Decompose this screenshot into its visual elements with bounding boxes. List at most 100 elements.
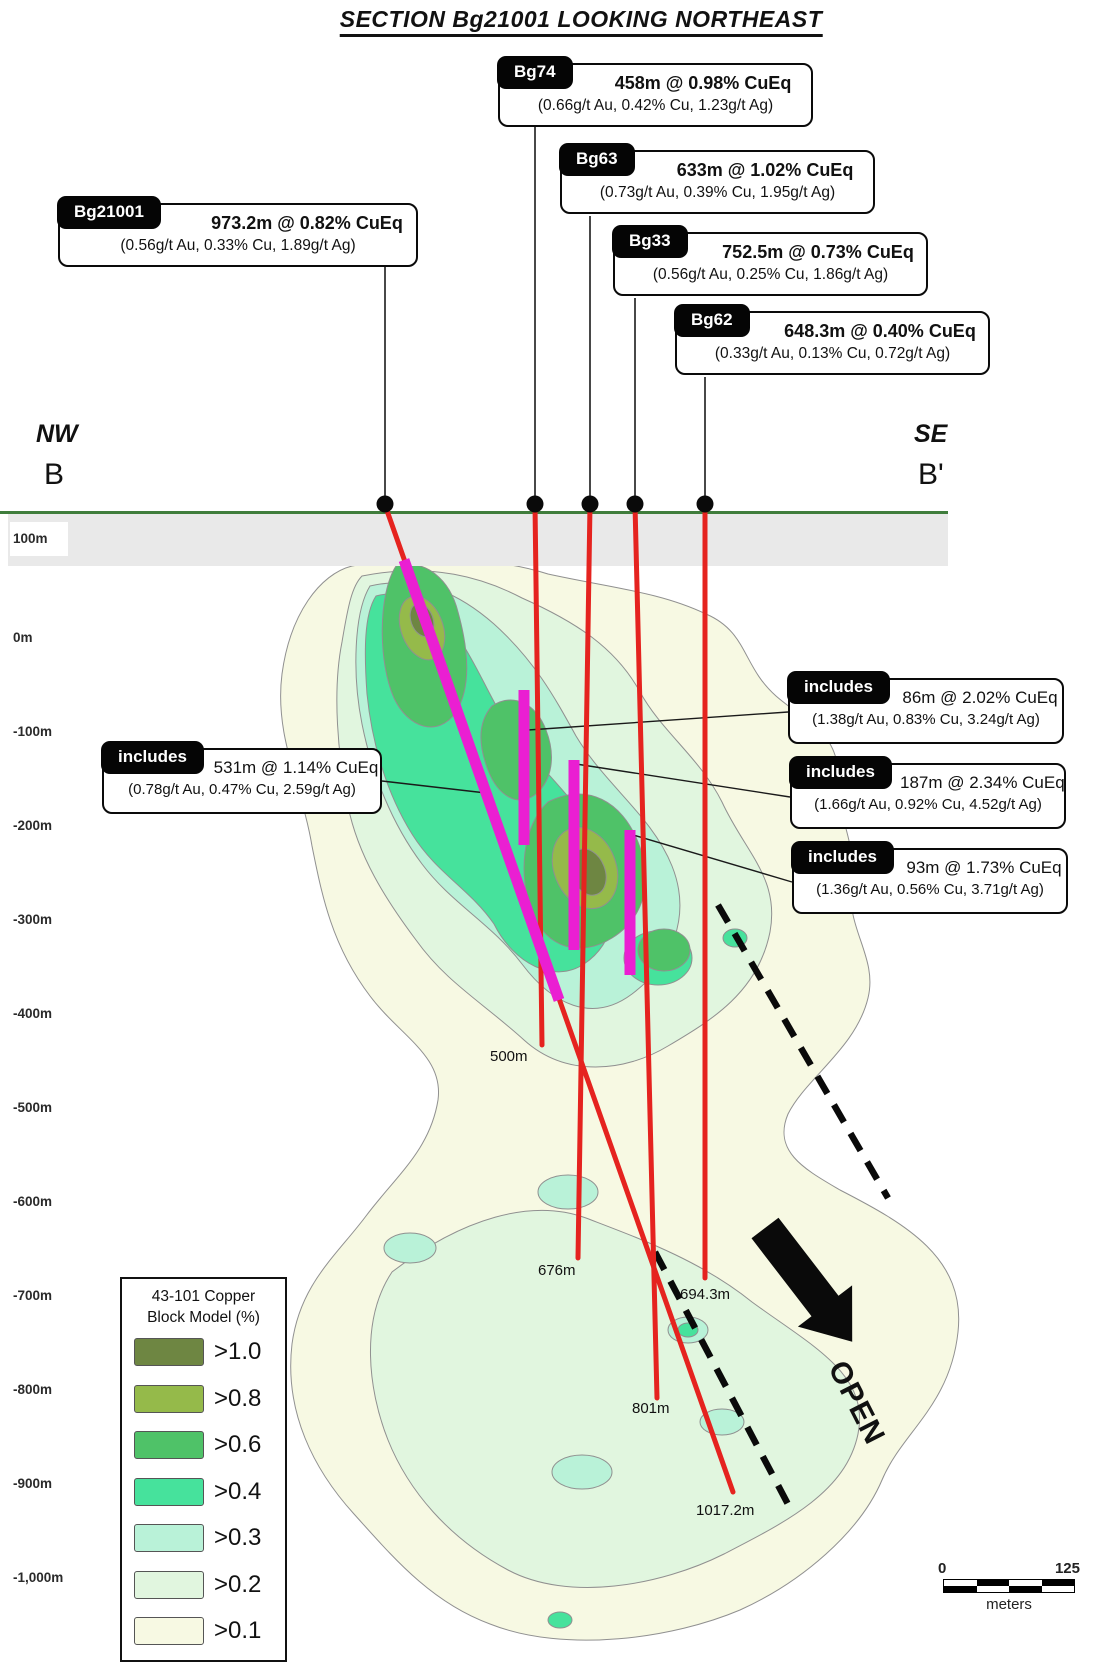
callout-includes-531m-assays: (0.78g/t Au, 0.47% Cu, 2.59g/t Ag) [128, 781, 356, 798]
dashed-line-upper [715, 903, 891, 1200]
depth-label--400m: -400m [13, 1006, 53, 1021]
legend-swatch-gt0.8 [134, 1384, 204, 1413]
direction-nw: NW [36, 420, 78, 448]
callout-includes-93m-assays: (1.36g/t Au, 0.56% Cu, 3.71g/t Ag) [816, 881, 1044, 898]
callout-bg74-intercept: 458m @ 0.98% CuEq [614, 73, 792, 93]
trace-depth-bg74: 500m [490, 1048, 528, 1065]
dashed-line-lower [652, 1250, 793, 1510]
callout-includes-86m-intercept: 86m @ 2.02% CuEq [902, 688, 1058, 707]
intercept-bars [398, 558, 636, 1002]
legend-swatch-gt0.6 [134, 1431, 204, 1460]
legend-row-gt0.6: >0.6 [122, 1422, 285, 1469]
callout-bg63-chip: Bg63 [559, 143, 635, 176]
elev-label-backing [10, 522, 68, 556]
callout-bg33-chip: Bg33 [612, 225, 688, 258]
scale-bar: 0 125 meters [938, 1560, 1080, 1613]
callout-bg74: Bg74 458m @ 0.98% CuEq (0.66g/t Au, 0.42… [497, 56, 813, 127]
legend-row-gt0.8: >0.8 [122, 1375, 285, 1422]
callout-includes-93m-intercept: 93m @ 1.73% CuEq [906, 858, 1062, 877]
overburden-band [8, 514, 948, 566]
depth-label--300m: -300m [13, 912, 53, 927]
depth-label--500m: -500m [13, 1100, 53, 1115]
depth-label--100m: -100m [13, 724, 53, 739]
callout-includes-187m-chip: includes [789, 756, 892, 789]
trace-depth-bg63: 676m [538, 1262, 576, 1279]
scale-bar-graphic [943, 1579, 1075, 1593]
callout-includes-187m-assays: (1.66g/t Au, 0.92% Cu, 4.52g/t Ag) [814, 796, 1042, 813]
callout-includes-86m-chip: includes [787, 671, 890, 704]
trace-depth-bg62: 694.3m [680, 1286, 731, 1303]
section-title: SECTION Bg21001 LOOKING NORTHEAST [339, 6, 823, 37]
legend-title-line1: 43-101 Copper [151, 1288, 256, 1305]
depth-label-100m: 100m [13, 531, 48, 546]
callout-bg33-intercept: 752.5m @ 0.73% CuEq [722, 242, 914, 262]
legend-row-gt0.4: >0.4 [122, 1468, 285, 1515]
includes-leader-lines [381, 711, 793, 883]
callout-bg63: Bg63 633m @ 1.02% CuEq (0.73g/t Au, 0.39… [559, 143, 875, 214]
legend-swatch-gt0.3 [134, 1524, 204, 1553]
legend-row-gt0.1: >0.1 [122, 1608, 285, 1655]
legend-row-gt0.2: >0.2 [122, 1561, 285, 1608]
intercept-bg21001 [398, 558, 565, 1002]
section-marker-b: B [44, 458, 65, 491]
trace-bg33 [632, 502, 660, 1401]
trace-depth-bg33: 801m [632, 1400, 670, 1417]
callout-bg63-intercept: 633m @ 1.02% CuEq [676, 160, 854, 180]
callout-bg33-assays: (0.56g/t Au, 0.25% Cu, 1.86g/t Ag) [652, 266, 889, 283]
callout-bg63-assays: (0.73g/t Au, 0.39% Cu, 1.95g/t Ag) [599, 184, 836, 201]
callout-includes-531m: includes 531m @ 1.14% CuEq (0.78g/t Au, … [101, 741, 382, 814]
scale-end: 125 [1054, 1560, 1080, 1577]
callout-bg62-chip: Bg62 [674, 304, 750, 337]
contour-gt0.3-lower-spots [383, 1174, 745, 1490]
legend-label-gt0.6: >0.6 [214, 1431, 262, 1459]
trace-bg63 [575, 502, 593, 1261]
direction-se: SE [914, 420, 948, 448]
depth-label--200m: -200m [13, 818, 53, 833]
callout-includes-93m: includes 93m @ 1.73% CuEq (1.36g/t Au, 0… [791, 841, 1068, 914]
callout-bg21001-chip: Bg21001 [57, 196, 161, 229]
legend-title: 43-101 Copper Block Model (%) [122, 1287, 285, 1329]
callout-includes-531m-intercept: 531m @ 1.14% CuEq [213, 758, 379, 777]
callout-bg62-assays: (0.33g/t Au, 0.13% Cu, 0.72g/t Ag) [714, 345, 951, 362]
surface-band [0, 511, 948, 566]
callout-includes-187m-intercept: 187m @ 2.34% CuEq [900, 773, 1065, 792]
callout-bg33: Bg33 752.5m @ 0.73% CuEq (0.56g/t Au, 0.… [612, 225, 928, 296]
callout-includes-86m: includes 86m @ 2.02% CuEq (1.38g/t Au, 0… [787, 671, 1064, 744]
legend-row-gt0.3: >0.3 [122, 1515, 285, 1562]
depth-label-0m: 0m [13, 630, 33, 645]
callout-bg74-chip: Bg74 [497, 56, 573, 89]
callout-includes-531m-chip: includes [101, 741, 204, 774]
trace-depth-bg21001: 1017.2m [696, 1502, 755, 1519]
callout-leader-lines [384, 127, 706, 497]
section-marker-b-prime: B' [918, 458, 944, 491]
callout-includes-187m: includes 187m @ 2.34% CuEq (1.66g/t Au, … [789, 756, 1066, 829]
block-model-legend: 43-101 Copper Block Model (%) >1.0 >0.8 … [120, 1277, 287, 1662]
legend-swatch-gt0.2 [134, 1570, 204, 1599]
callout-bg21001: Bg21001 973.2m @ 0.82% CuEq (0.56g/t Au,… [57, 196, 418, 267]
contour-gt0.2-lower [370, 1209, 860, 1588]
callout-bg62-intercept: 648.3m @ 0.40% CuEq [784, 321, 976, 341]
dashed-boundaries [652, 903, 891, 1510]
depth-label--1000m: -1,000m [13, 1570, 64, 1585]
legend-title-line2: Block Model (%) [147, 1308, 260, 1326]
legend-label-gt1.0: >1.0 [214, 1338, 262, 1366]
legend-label-gt0.1: >0.1 [214, 1617, 262, 1645]
depth-label--800m: -800m [13, 1382, 53, 1397]
legend-swatch-gt0.1 [134, 1617, 204, 1646]
legend-swatch-gt0.4 [134, 1477, 204, 1506]
legend-label-gt0.3: >0.3 [214, 1524, 262, 1552]
drill-collars [376, 495, 714, 513]
block-model-contours [280, 558, 960, 1641]
callout-bg21001-assays: (0.56g/t Au, 0.33% Cu, 1.89g/t Ag) [120, 237, 356, 254]
legend-label-gt0.2: >0.2 [214, 1570, 262, 1598]
depth-label--900m: -900m [13, 1476, 53, 1491]
callout-bg21001-intercept: 973.2m @ 0.82% CuEq [211, 213, 403, 233]
legend-row-gt1.0: >1.0 [122, 1329, 285, 1376]
scale-unit: meters [986, 1596, 1032, 1613]
callout-bg74-assays: (0.66g/t Au, 0.42% Cu, 1.23g/t Ag) [537, 97, 774, 114]
depth-label--700m: -700m [13, 1288, 53, 1303]
callout-includes-86m-assays: (1.38g/t Au, 0.83% Cu, 3.24g/t Ag) [812, 711, 1040, 728]
legend-swatch-gt1.0 [134, 1338, 204, 1367]
